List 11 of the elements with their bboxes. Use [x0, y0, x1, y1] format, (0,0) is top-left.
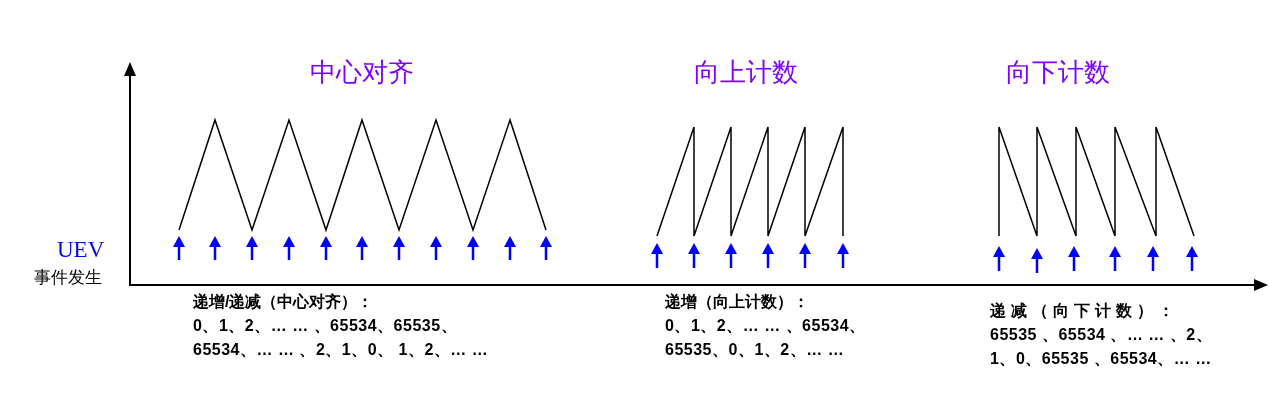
sequence-heading: 递减（向下计数）：	[990, 301, 1179, 321]
signal-caption: 事件发生	[34, 267, 102, 289]
section-title: 中心对齐	[310, 56, 414, 89]
count-sequence: 65535 、65534 、… … 、2、1、0、65535 、65534、… …	[990, 325, 1214, 369]
signal-label: UEV	[57, 237, 105, 263]
sequence-heading: 递增（向上计数）：	[665, 292, 809, 312]
section-title: 向上计数	[694, 56, 798, 89]
section-title: 向下计数	[1006, 56, 1110, 89]
count-sequence: 0、1、2、… … 、65534、65535、 65534、… … 、2、1、0、 1、2、… …	[193, 316, 490, 360]
sequence-heading: 递增/递减（中心对齐）：	[193, 292, 374, 312]
count-sequence: 0、1、2、… … 、65534、65535、0、1、2、… …	[665, 316, 867, 360]
